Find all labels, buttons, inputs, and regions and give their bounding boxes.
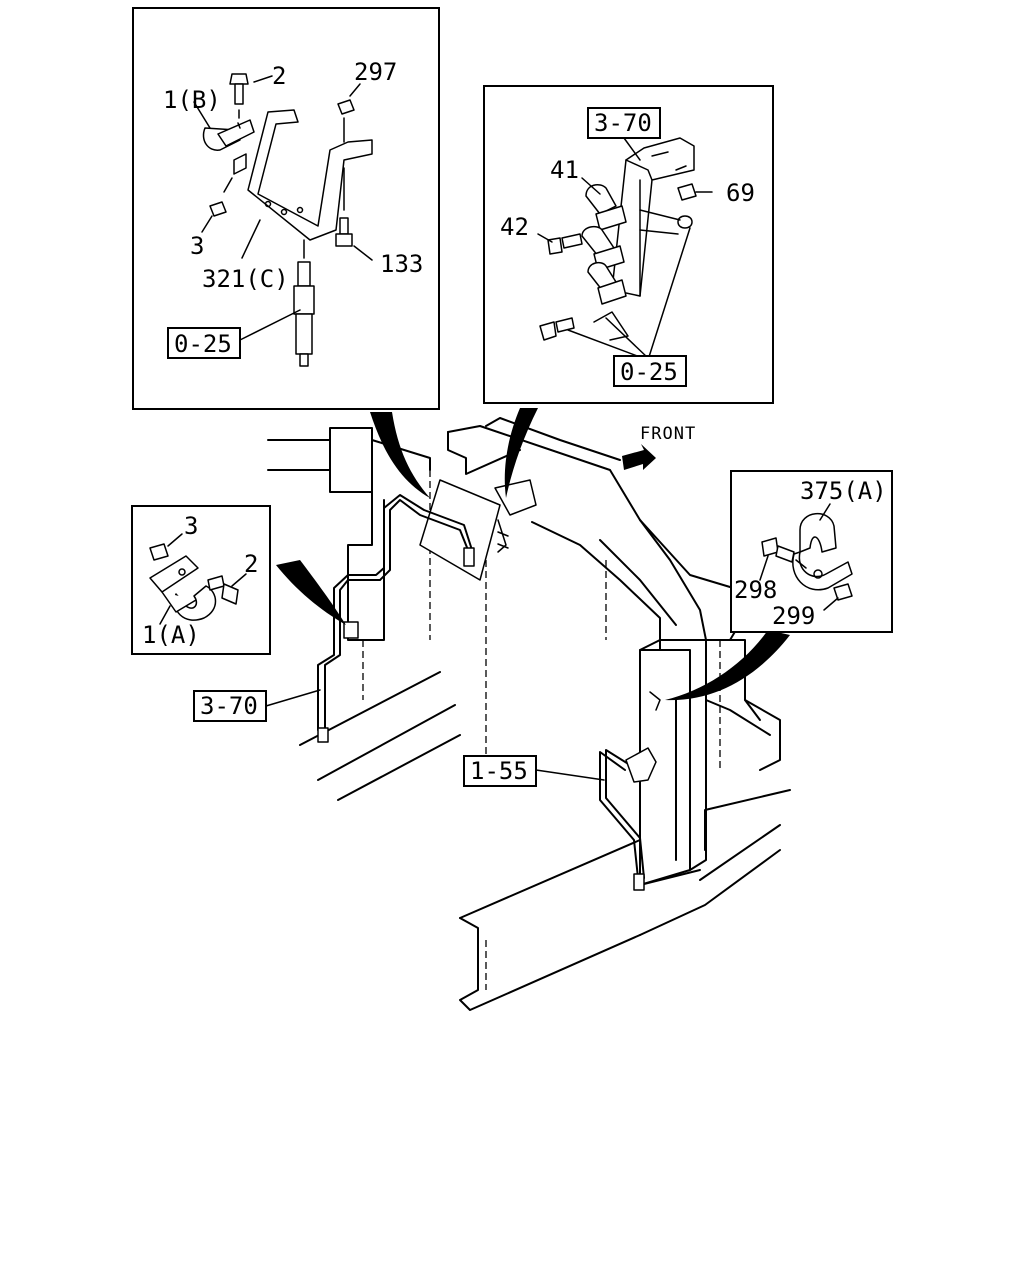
part-label-1a: 1(A) bbox=[142, 621, 200, 649]
callout-pointers bbox=[276, 408, 790, 701]
reference-3-70-top: 3-70 bbox=[594, 109, 652, 137]
part-label-42: 42 bbox=[500, 213, 529, 241]
part-label-1b: 1(B) bbox=[163, 86, 221, 114]
frame-assembly bbox=[267, 417, 791, 1011]
reference-1-55: 1-55 bbox=[470, 757, 528, 785]
part-label-297: 297 bbox=[354, 58, 397, 86]
part-label-2-top: 2 bbox=[272, 62, 286, 90]
part-label-3-top: 3 bbox=[190, 232, 204, 260]
detail-box-clips bbox=[483, 85, 774, 404]
main-view-references bbox=[193, 689, 605, 787]
detail-box-bracket bbox=[132, 7, 440, 410]
part-label-298: 298 bbox=[734, 576, 777, 604]
part-label-3-left: 3 bbox=[184, 512, 198, 540]
reference-0-25-a: 0-25 bbox=[174, 330, 232, 358]
detail-box-clip-a bbox=[131, 505, 271, 655]
reference-0-25-b: 0-25 bbox=[620, 358, 678, 386]
front-direction-label: FRONT bbox=[640, 424, 696, 444]
part-label-2-left: 2 bbox=[244, 550, 258, 578]
part-label-133: 133 bbox=[380, 250, 423, 278]
part-label-375a: 375(A) bbox=[800, 477, 887, 505]
detail-box-clamp bbox=[730, 470, 893, 633]
part-label-41: 41 bbox=[550, 156, 579, 184]
part-label-69: 69 bbox=[726, 179, 755, 207]
reference-3-70-left: 3-70 bbox=[200, 692, 258, 720]
part-label-321c: 321(C) bbox=[202, 265, 289, 293]
part-label-299: 299 bbox=[772, 602, 815, 630]
